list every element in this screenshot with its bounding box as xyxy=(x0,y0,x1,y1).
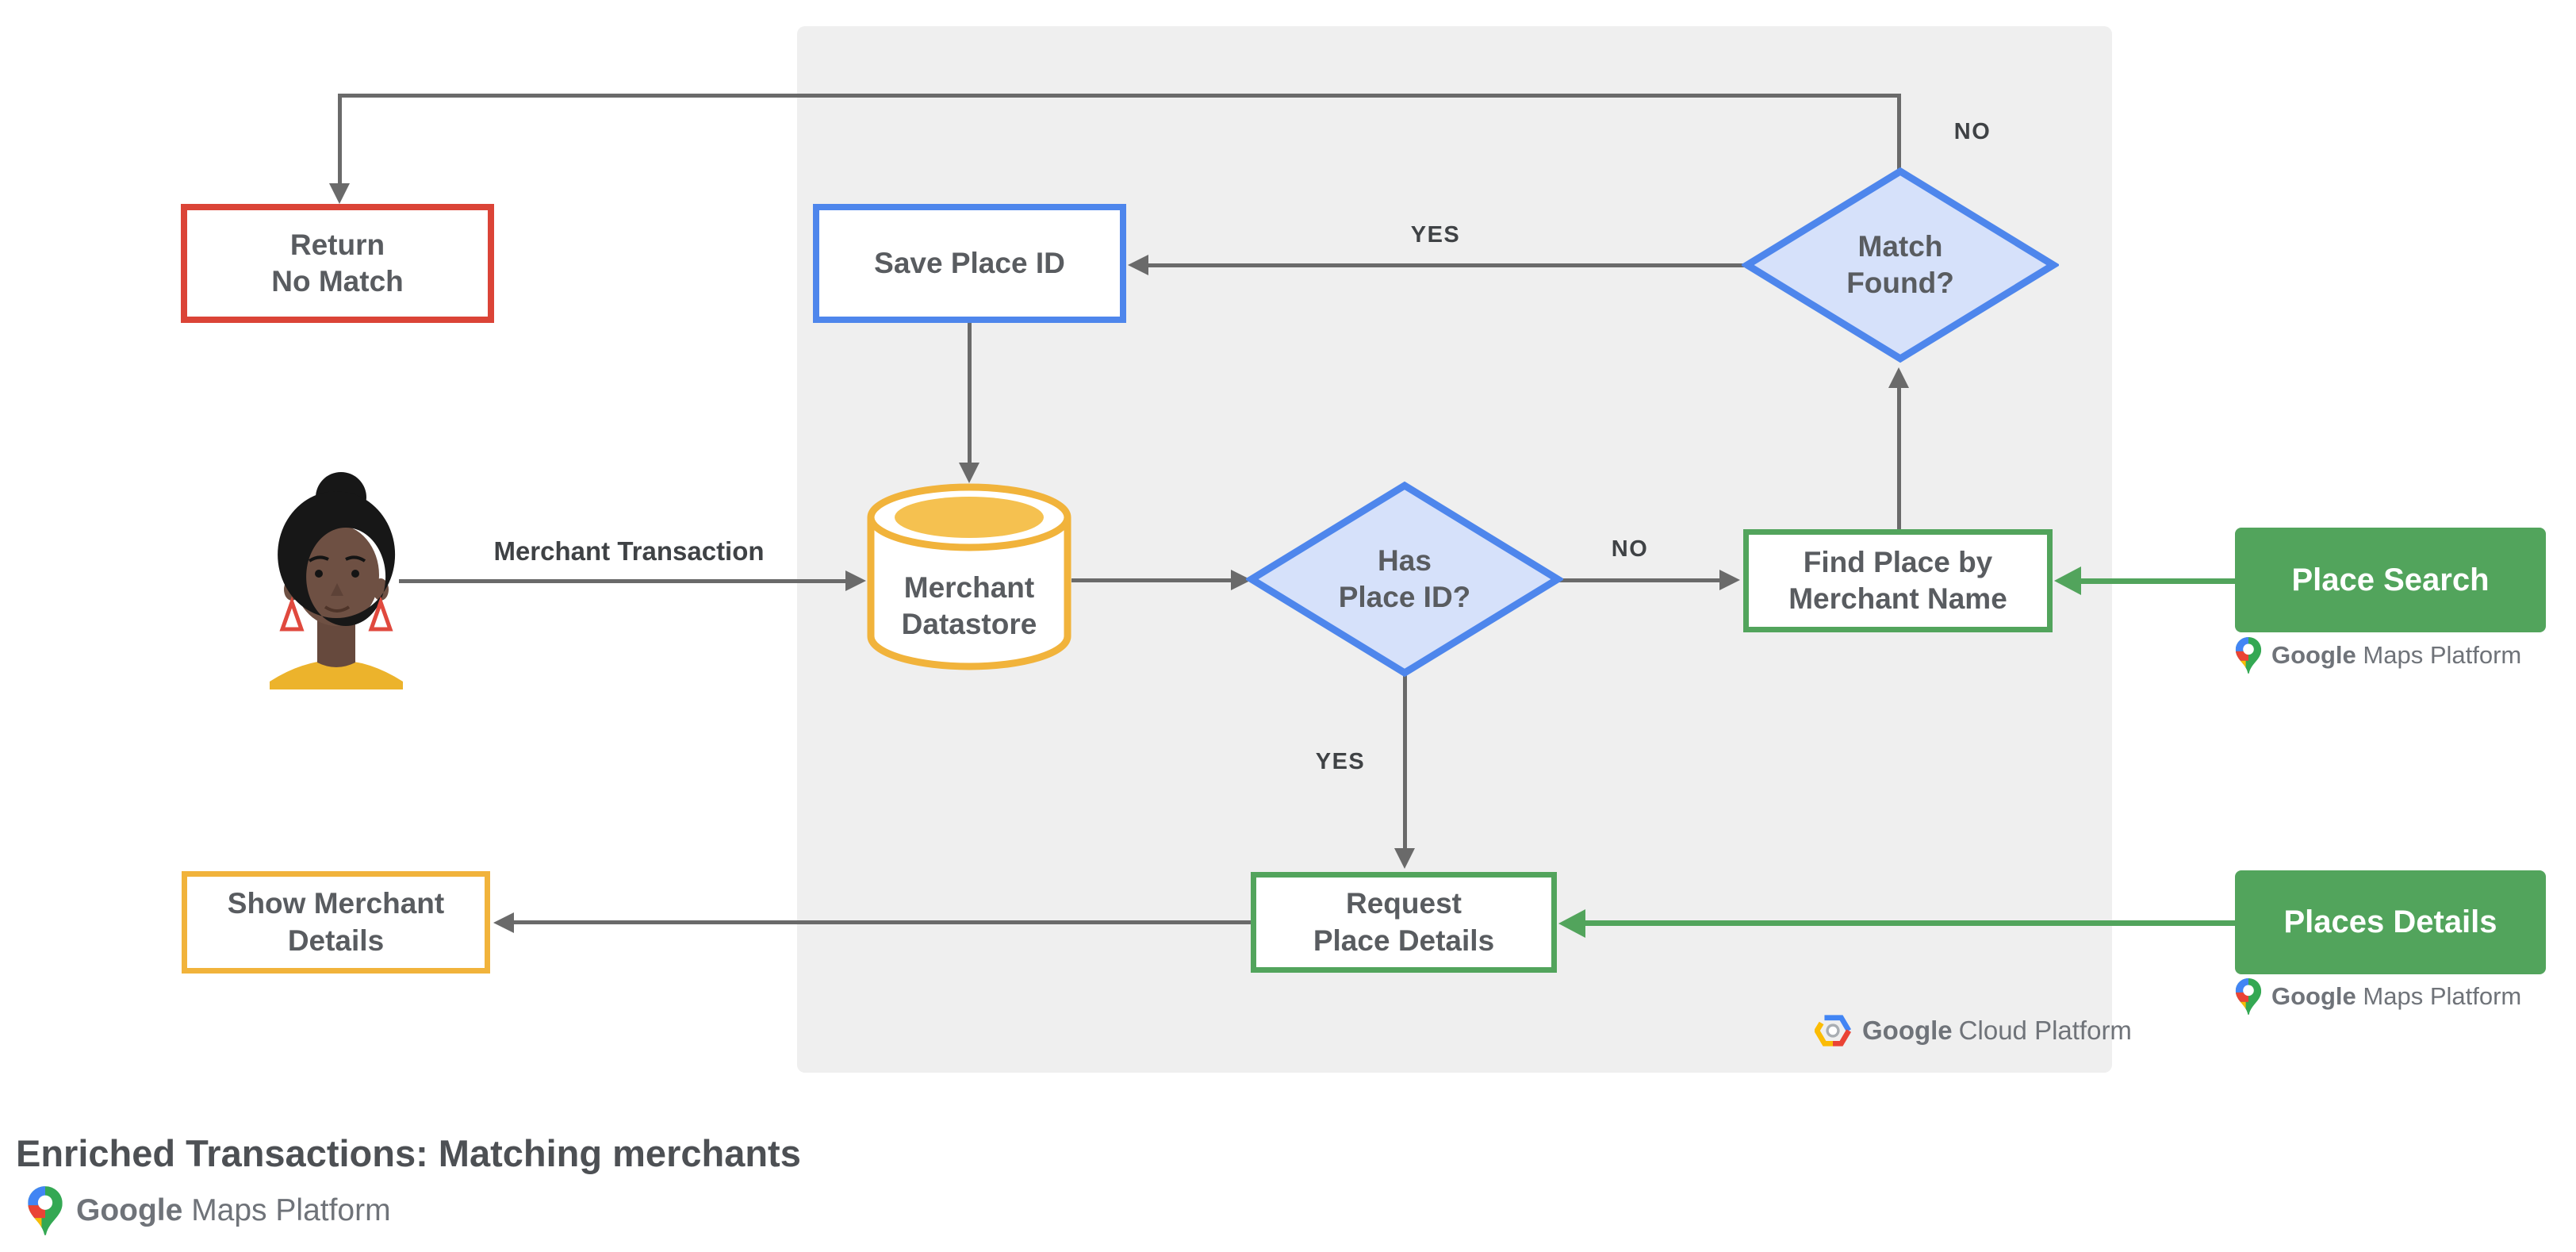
logo-text-google: Google xyxy=(2271,641,2356,669)
arrowhead-into-request-details xyxy=(1394,848,1415,869)
maps-pin-icon xyxy=(2235,637,2262,674)
decision-diamond-shape xyxy=(1742,167,2059,363)
edge-placesearch-gline xyxy=(2081,578,2235,584)
node-request-place-details: Request Place Details xyxy=(1251,872,1557,973)
logo-text-rest: Cloud Platform xyxy=(1958,1016,2132,1045)
edge-datastore-to-hasplaceid-hline xyxy=(1071,578,1231,582)
user-avatar xyxy=(268,470,404,689)
arrowhead-into-return-no-match xyxy=(329,183,350,204)
google-maps-platform-logo-footer: Google Maps Platform xyxy=(27,1185,391,1236)
logo-text-rest: Maps Platform xyxy=(2363,641,2522,669)
node-label: Return No Match xyxy=(271,228,404,298)
maps-pin-icon xyxy=(2235,978,2262,1015)
green-arrowhead-into-request-details xyxy=(1558,909,1585,938)
edge-no-top-vline-left xyxy=(338,94,342,183)
green-arrowhead-into-find-place xyxy=(2054,566,2081,595)
edge-request-to-show-hline xyxy=(514,920,1251,924)
logo-text: Google Maps Platform xyxy=(76,1193,391,1228)
arrowhead-into-datastore-left xyxy=(845,570,866,591)
node-place-search-api: Place Search xyxy=(2235,528,2546,632)
node-has-place-id: Has Place ID? xyxy=(1246,480,1563,678)
node-merchant-datastore: Merchant Datastore xyxy=(867,483,1071,672)
node-match-found: Match Found? xyxy=(1742,166,2059,364)
edge-no-top-vline-right xyxy=(1897,95,1901,170)
logo-text-rest: Maps Platform xyxy=(191,1193,391,1227)
edge-placesdetails-gline xyxy=(1585,920,2235,926)
google-maps-platform-logo: Google Maps Platform xyxy=(2235,636,2521,674)
node-label: Request Place Details xyxy=(1313,887,1495,957)
diagram-title: Enriched Transactions: Matching merchant… xyxy=(16,1132,801,1174)
edge-label-no-top: NO xyxy=(1953,118,1991,144)
edge-merchant-transaction-hline xyxy=(399,579,845,583)
person-illustration xyxy=(270,472,403,689)
edge-no-top-hline xyxy=(338,94,1901,98)
node-label: Find Place by Merchant Name xyxy=(1788,545,2007,615)
cloud-hexagon-icon xyxy=(1815,1015,1851,1047)
logo-text-google: Google xyxy=(2271,982,2356,1010)
logo-text: Google Maps Platform xyxy=(2271,641,2521,670)
node-label: Merchant Datastore xyxy=(901,570,1037,640)
node-show-merchant-details: Show Merchant Details xyxy=(182,871,490,974)
logo-text-google: Google xyxy=(76,1193,183,1227)
arrowhead-into-find-place xyxy=(1719,570,1740,590)
edge-label-merchant-transaction: Merchant Transaction xyxy=(493,536,765,566)
edge-label-no-mid: NO xyxy=(1611,536,1649,562)
edge-label-yes-top: YES xyxy=(1410,221,1461,248)
arrowhead-into-match-found xyxy=(1888,367,1909,388)
arrowhead-into-show-details xyxy=(493,912,514,933)
node-label: Save Place ID xyxy=(874,246,1065,279)
node-label: Place Search xyxy=(2291,562,2490,597)
logo-text: Google Maps Platform xyxy=(2271,982,2521,1011)
node-label: Places Details xyxy=(2283,904,2497,939)
node-find-place-by-merchant-name: Find Place by Merchant Name xyxy=(1743,529,2053,632)
maps-pin-icon xyxy=(28,1186,63,1235)
decision-diamond-shape xyxy=(1246,481,1563,678)
arrowhead-into-save-place-id xyxy=(1128,255,1148,275)
logo-text-google: Google xyxy=(1862,1016,1953,1045)
node-label: Show Merchant Details xyxy=(227,887,445,957)
node-places-details-api: Places Details xyxy=(2235,870,2546,974)
datastore-cylinder-icon xyxy=(867,483,1071,670)
edge-save-to-datastore-vline xyxy=(968,323,972,463)
arrowhead-into-datastore-top xyxy=(959,463,979,483)
edge-yes-top-hline xyxy=(1148,263,1747,267)
edge-label-yes-mid: YES xyxy=(1315,748,1366,774)
node-label: Match Found? xyxy=(1846,229,1954,299)
edge-no-mid-hline xyxy=(1558,578,1719,582)
logo-text-rest: Maps Platform xyxy=(2363,982,2522,1010)
node-label: Has Place ID? xyxy=(1338,543,1471,613)
google-maps-platform-logo: Google Maps Platform xyxy=(2235,977,2521,1016)
edge-yes-mid-vline xyxy=(1403,670,1407,848)
node-return-no-match: Return No Match xyxy=(181,204,494,323)
node-save-place-id: Save Place ID xyxy=(813,204,1126,323)
edge-findplace-to-match-vline xyxy=(1897,388,1901,529)
